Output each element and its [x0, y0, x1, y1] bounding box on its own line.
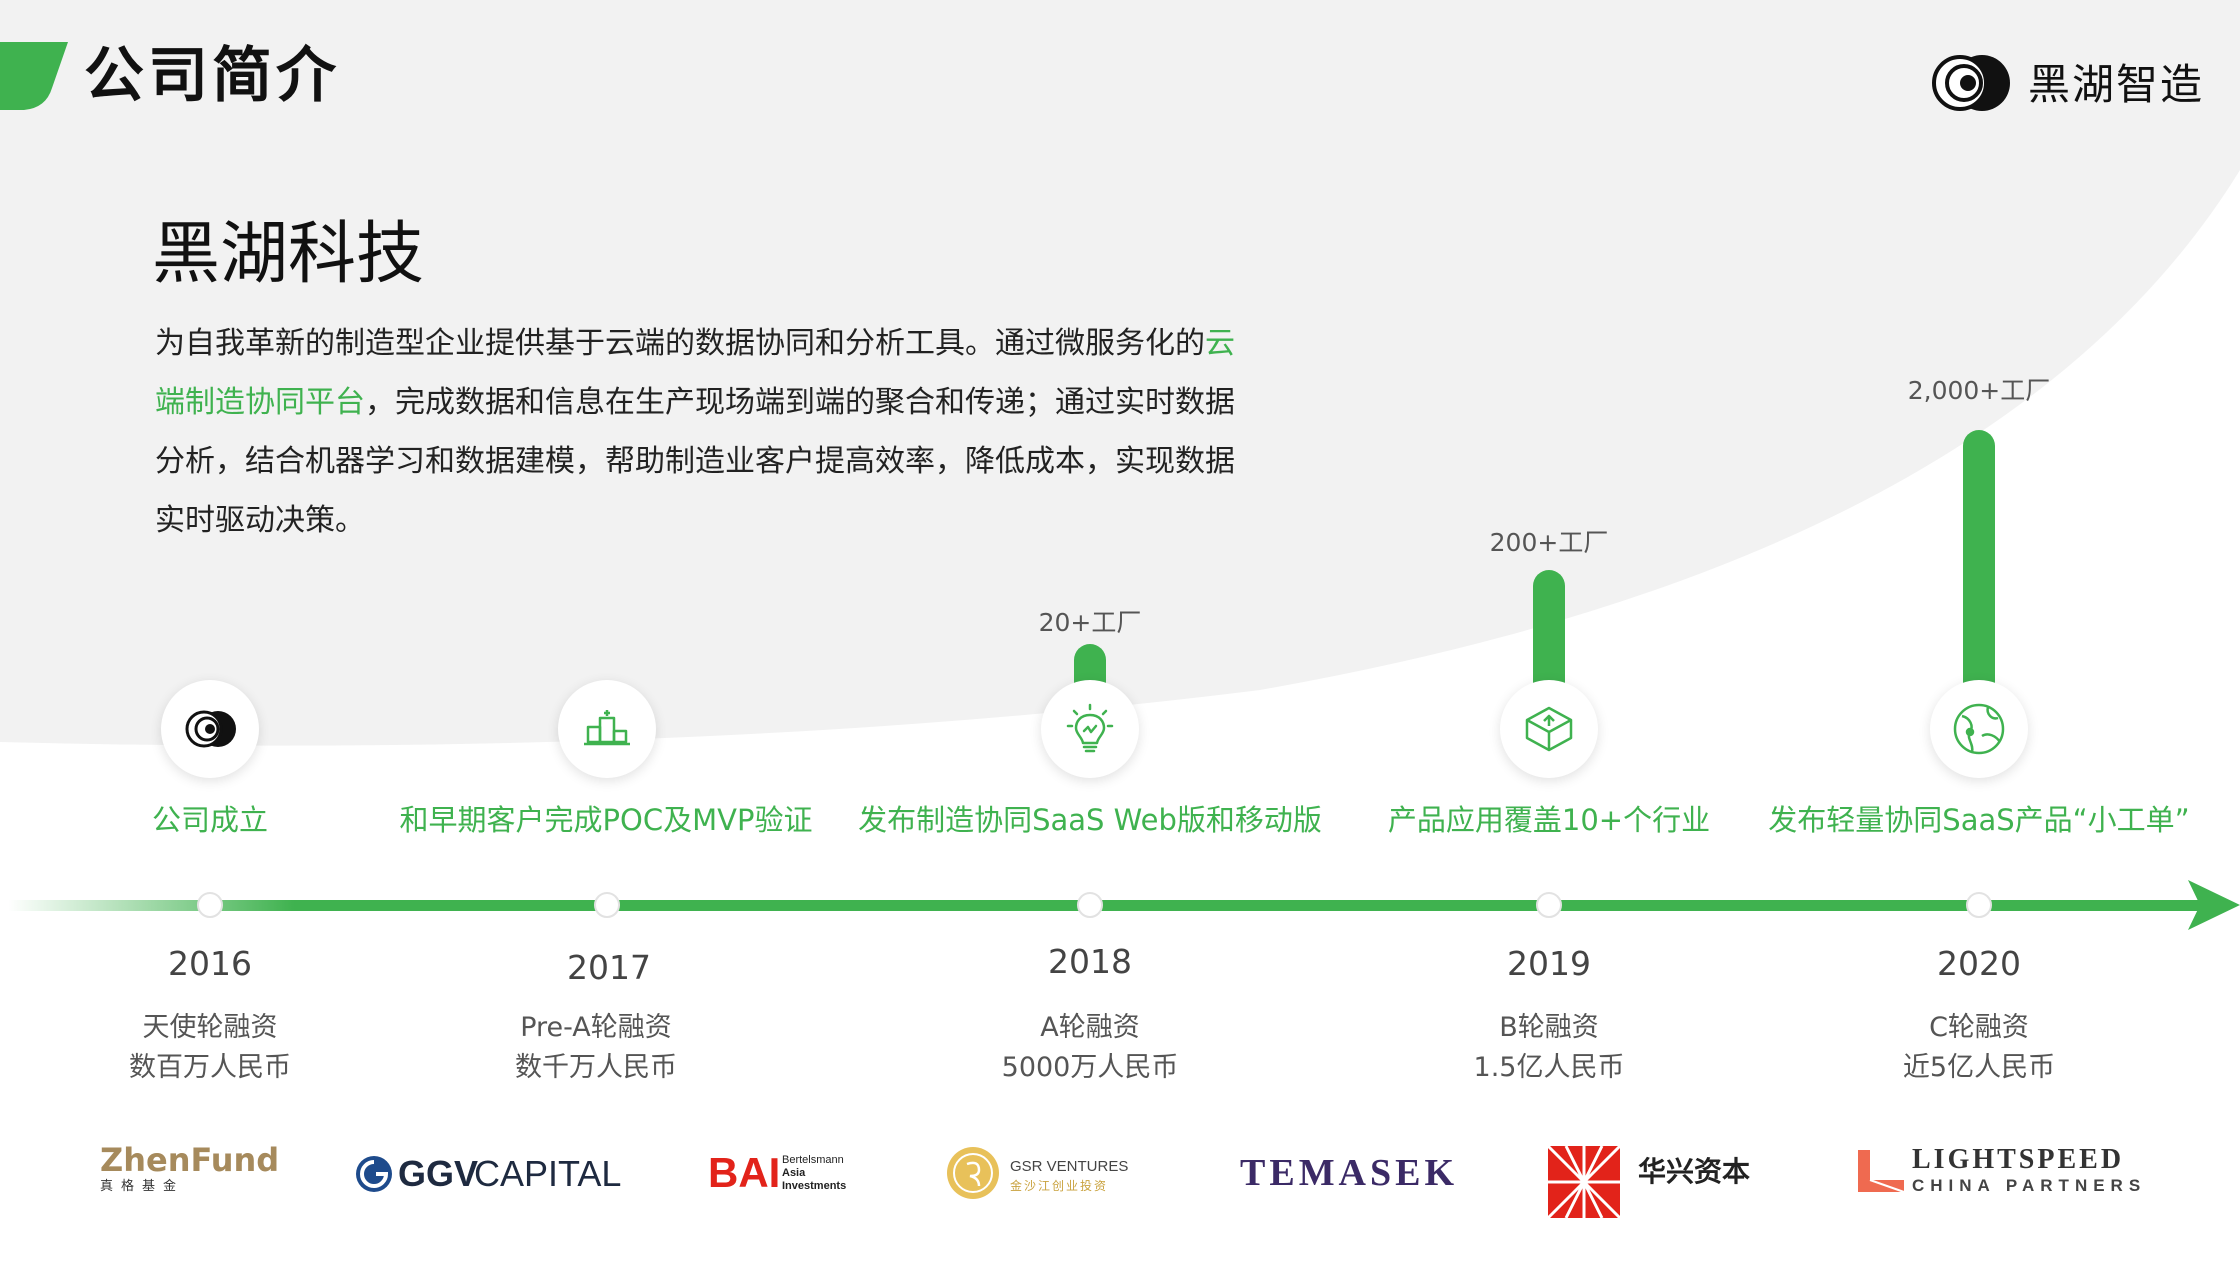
timeline-dot-2018 — [1077, 892, 1103, 918]
milestone-text-2018: 发布制造协同SaaS Web版和移动版 — [858, 803, 1322, 837]
brand-name: 黑湖智造 — [2028, 60, 2205, 109]
milestone-circle-2019 — [1500, 680, 1598, 778]
blackhole-logo-icon — [185, 710, 236, 748]
gray-curve-region — [0, 0, 2240, 746]
globe-icon — [1953, 703, 2005, 755]
year-2019: 2019 — [1507, 944, 1591, 983]
funding-round: 天使轮融资 — [142, 1012, 278, 1043]
intro-text-b: ，完成数据和信息在生产现场端到端的聚合和传递；通过实时数据分析，结合机器学习和数… — [155, 385, 1235, 538]
funding-2018: A轮融资 5000万人民币 — [940, 1008, 1240, 1088]
podium-icon — [584, 710, 630, 746]
funding-2017: Pre-A轮融资 数千万人民币 — [446, 1008, 746, 1088]
zhenfund-name: ZhenFund — [100, 1141, 280, 1179]
milestone-text-2020: 发布轻量协同SaaS产品“小工单” — [1768, 803, 2190, 837]
milestone-text-2016: 公司成立 — [151, 803, 268, 837]
cube-arrow-icon — [1525, 706, 1573, 752]
bai-mark: BAI — [708, 1149, 781, 1196]
funding-amount: 近5亿人民币 — [1902, 1052, 2056, 1083]
investor-logo-zhenfund: ZhenFund 真格基金 — [100, 1142, 280, 1196]
factory-count-2020: 2,000+工厂 — [1907, 376, 2051, 405]
investor-logo-gsr: GSR VENTURES 金沙江创业投资 — [946, 1146, 1146, 1202]
lightbulb-icon — [1066, 703, 1114, 753]
intro-text-a: 为自我革新的制造型企业提供基于云端的数据协同和分析工具。通过微服务化的 — [155, 326, 1205, 361]
timeline-dot-2019 — [1536, 892, 1562, 918]
corner-accent — [0, 42, 68, 110]
gsr-name: GSR VENTURES — [1010, 1158, 1129, 1175]
funding-round: A轮融资 — [1040, 1012, 1140, 1043]
investor-logo-temasek: TEMASEK — [1240, 1152, 1459, 1194]
ggv-swirl-icon — [356, 1156, 392, 1192]
investor-logo-cr: 华兴资本 — [1546, 1144, 1766, 1220]
year-2020: 2020 — [1937, 944, 2021, 983]
factory-bar-2020 — [1963, 430, 1995, 684]
gsr-sub: 金沙江创业投资 — [1010, 1179, 1109, 1193]
company-name: 黑湖科技 — [152, 215, 425, 294]
timeline-arrow-head — [2188, 880, 2240, 930]
investor-logo-ggv: GGV CAPITAL — [354, 1152, 624, 1196]
timeline-line — [8, 900, 2208, 911]
timeline-dot-2017 — [594, 892, 620, 918]
milestone-text-2019: 产品应用覆盖10+个行业 — [1387, 803, 1711, 837]
funding-round: B轮融资 — [1499, 1012, 1599, 1043]
cr-name: 华兴资本 — [1638, 1155, 1751, 1188]
investor-logo-lightspeed: LIGHTSPEED CHINA PARTNERS — [1856, 1144, 2140, 1200]
funding-amount: 1.5亿人民币 — [1473, 1052, 1625, 1083]
company-intro: 为自我革新的制造型企业提供基于云端的数据协同和分析工具。通过微服务化的云端制造协… — [155, 314, 1255, 550]
factory-bar-2019 — [1533, 570, 1565, 684]
funding-2019: B轮融资 1.5亿人民币 — [1399, 1008, 1699, 1088]
bai-l2: Asia — [782, 1167, 806, 1179]
lightspeed-mark-icon — [1858, 1150, 1905, 1193]
lightspeed-name: LIGHTSPEED — [1912, 1144, 2125, 1175]
ggv-a: GGV — [398, 1153, 479, 1194]
cr-star-icon — [1546, 1144, 1622, 1220]
funding-amount: 数百万人民币 — [129, 1052, 291, 1083]
gsr-seal-icon — [947, 1147, 999, 1199]
lightspeed-sub: CHINA PARTNERS — [1912, 1176, 2147, 1195]
blackhole-logo-icon — [1932, 55, 2010, 111]
milestone-circle-2018 — [1041, 680, 1139, 778]
funding-amount: 5000万人民币 — [1001, 1052, 1179, 1083]
page-title: 公司简介 — [84, 41, 340, 111]
funding-round: C轮融资 — [1929, 1012, 2029, 1043]
funding-2016: 天使轮融资 数百万人民币 — [60, 1008, 360, 1088]
factory-count-2019: 200+工厂 — [1489, 528, 1609, 557]
bai-l1: Bertelsmann — [782, 1154, 844, 1166]
timeline-dot-2020 — [1966, 892, 1992, 918]
year-2017: 2017 — [567, 948, 651, 987]
factory-bar-2018 — [1074, 644, 1106, 684]
timeline-dot-2016 — [197, 892, 223, 918]
bai-l3: Investments — [782, 1180, 847, 1192]
funding-amount: 数千万人民币 — [515, 1052, 677, 1083]
milestone-circle-2020 — [1930, 680, 2028, 778]
funding-2020: C轮融资 近5亿人民币 — [1829, 1008, 2129, 1088]
factory-count-2018: 20+工厂 — [1038, 608, 1142, 637]
year-2018: 2018 — [1048, 942, 1132, 981]
zhenfund-sub: 真格基金 — [100, 1179, 185, 1194]
funding-round: Pre-A轮融资 — [520, 1012, 672, 1043]
ggv-b: CAPITAL — [474, 1153, 622, 1194]
milestone-text-2017: 和早期客户完成POC及MVP验证 — [399, 803, 813, 837]
milestone-circle-2017 — [558, 680, 656, 778]
brand-logo: 黑湖智造 — [1928, 50, 2208, 120]
year-2016: 2016 — [168, 944, 252, 983]
investor-logo-bai: BAI Bertelsmann Asia Investments — [708, 1148, 858, 1198]
milestone-circle-2016 — [161, 680, 259, 778]
intro-highlight: 云端制造协同平台 — [155, 326, 1235, 420]
